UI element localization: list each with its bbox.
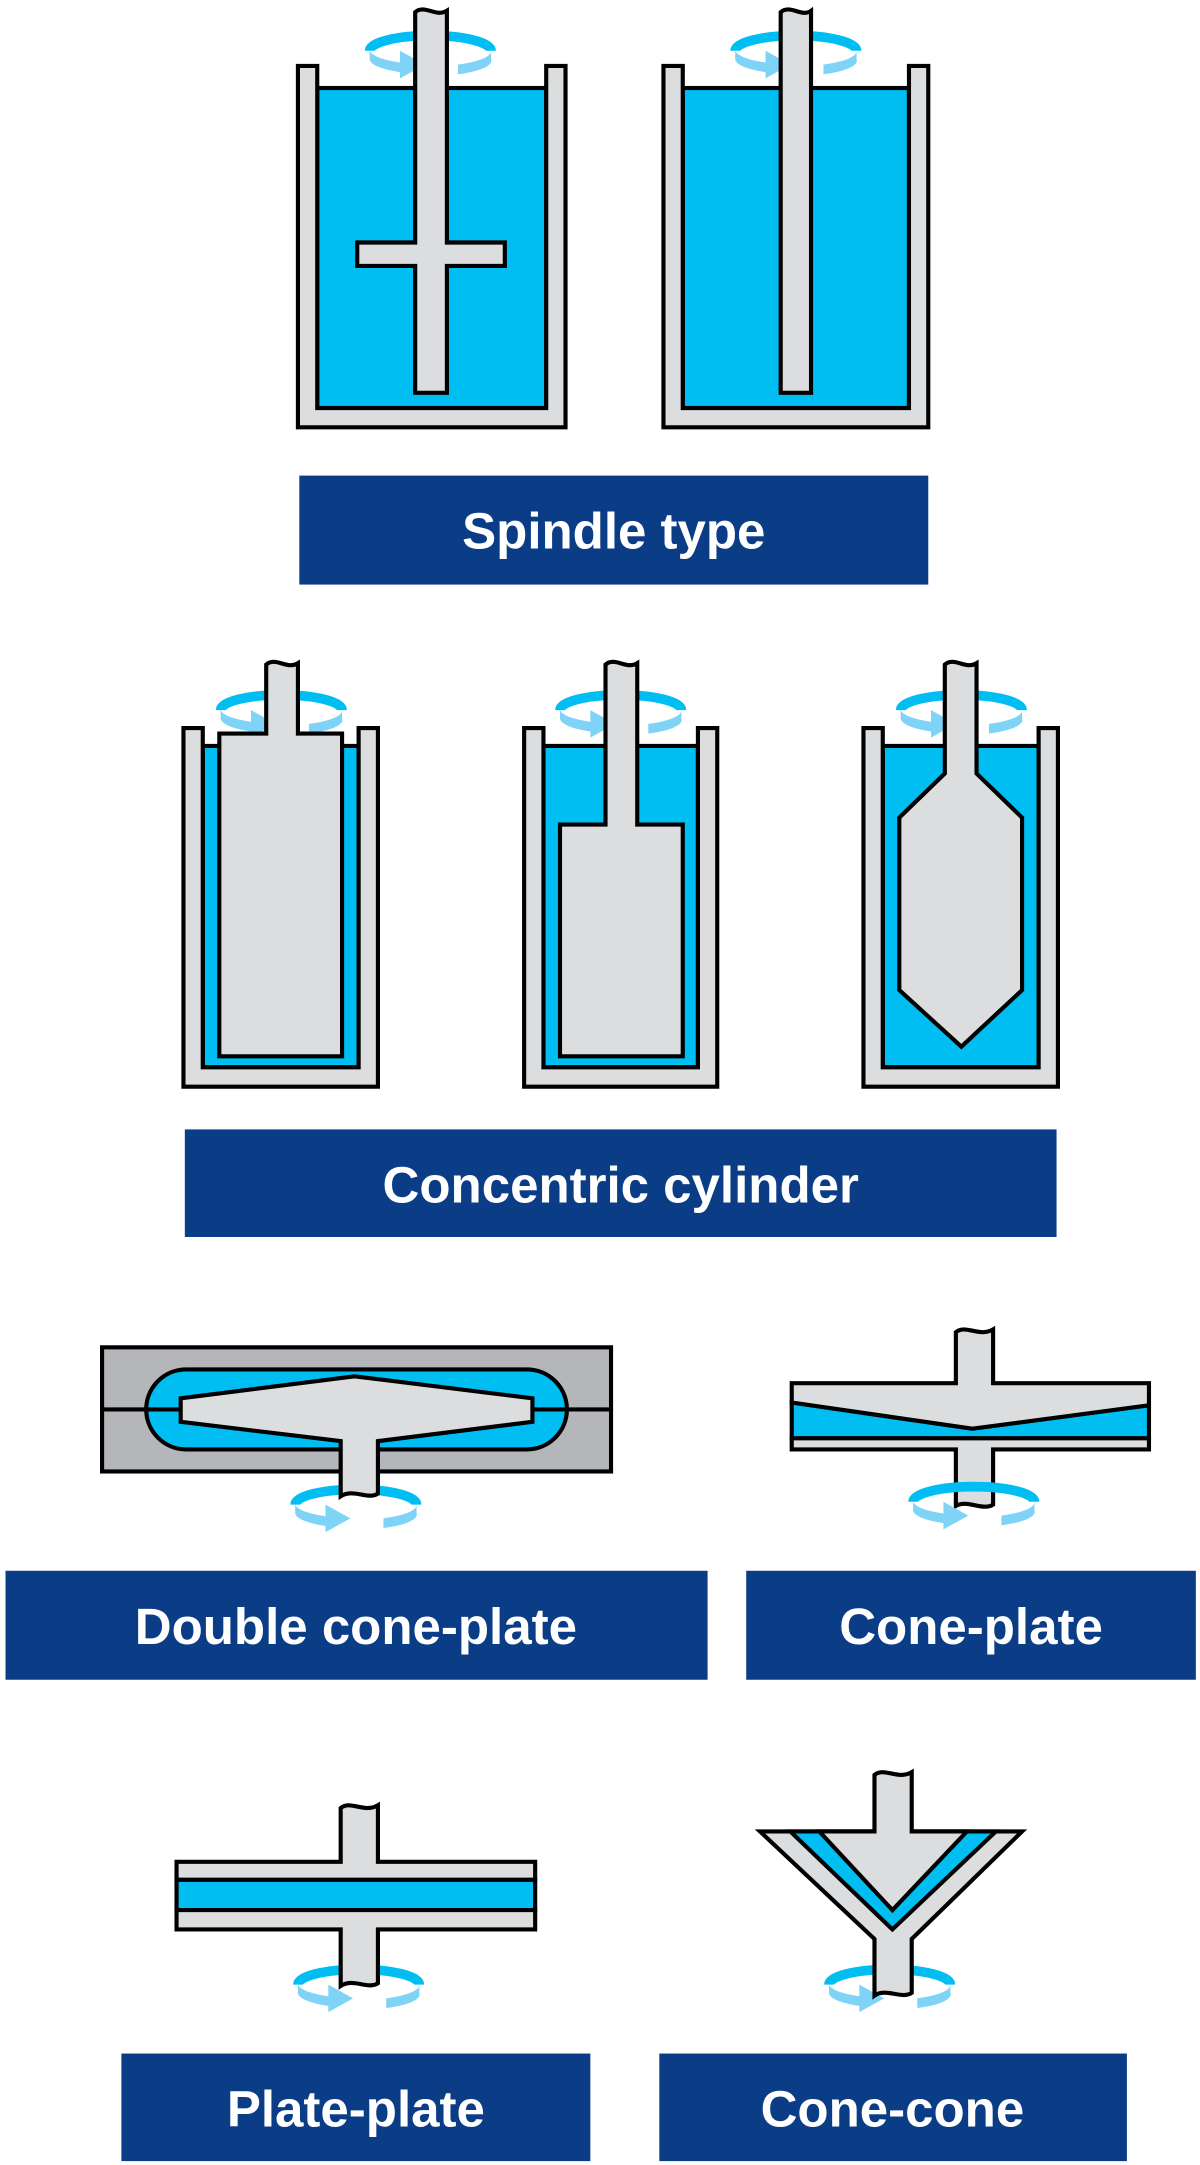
container	[661, 63, 931, 430]
cup	[522, 725, 720, 1089]
plate	[789, 1436, 1152, 1510]
label-banner	[659, 2053, 1127, 2162]
label-banner	[121, 2053, 591, 2162]
cone-plate-apparatus	[789, 1325, 1152, 1529]
label-banner	[184, 1129, 1057, 1237]
label-banner	[746, 1570, 1196, 1680]
concentric-cylinder-3	[861, 659, 1060, 1089]
rod-spindle	[778, 6, 814, 395]
cup	[181, 725, 380, 1089]
container	[295, 63, 568, 430]
spindle-rod-apparatus	[661, 6, 931, 430]
concentric-cylinder-1	[181, 659, 380, 1089]
plate-plate-apparatus	[174, 1801, 538, 2012]
upper-plate	[174, 1801, 538, 1882]
cross-spindle	[355, 7, 507, 395]
lower-plate	[174, 1908, 538, 1990]
bob	[217, 659, 345, 1059]
bob	[897, 659, 1025, 1050]
cone-cone-label: Cone-cone	[761, 2081, 1025, 2138]
fluid	[174, 1877, 538, 1913]
cone-plate-label: Cone-plate	[839, 1598, 1103, 1655]
spindle-type-label: Spindle type	[462, 503, 765, 560]
concentric-cylinder-label: Concentric cylinder	[383, 1156, 859, 1213]
double-cone-plate-label: Double cone-plate	[135, 1598, 577, 1655]
plate-plate-label: Plate-plate	[227, 2081, 485, 2138]
double-cone-plate-apparatus	[100, 1345, 614, 1532]
rotation-arrow-icon	[295, 1489, 417, 1532]
cone-cone-apparatus	[754, 1768, 1028, 2012]
label-banner	[299, 475, 929, 585]
inner-cone	[814, 1768, 972, 1914]
label-banner	[5, 1570, 708, 1680]
spindle-cross-apparatus	[295, 7, 568, 430]
cone	[789, 1325, 1152, 1431]
concentric-cylinder-2	[522, 659, 720, 1089]
cup	[861, 725, 1060, 1089]
bob	[557, 659, 685, 1059]
double-cone	[178, 1374, 535, 1501]
